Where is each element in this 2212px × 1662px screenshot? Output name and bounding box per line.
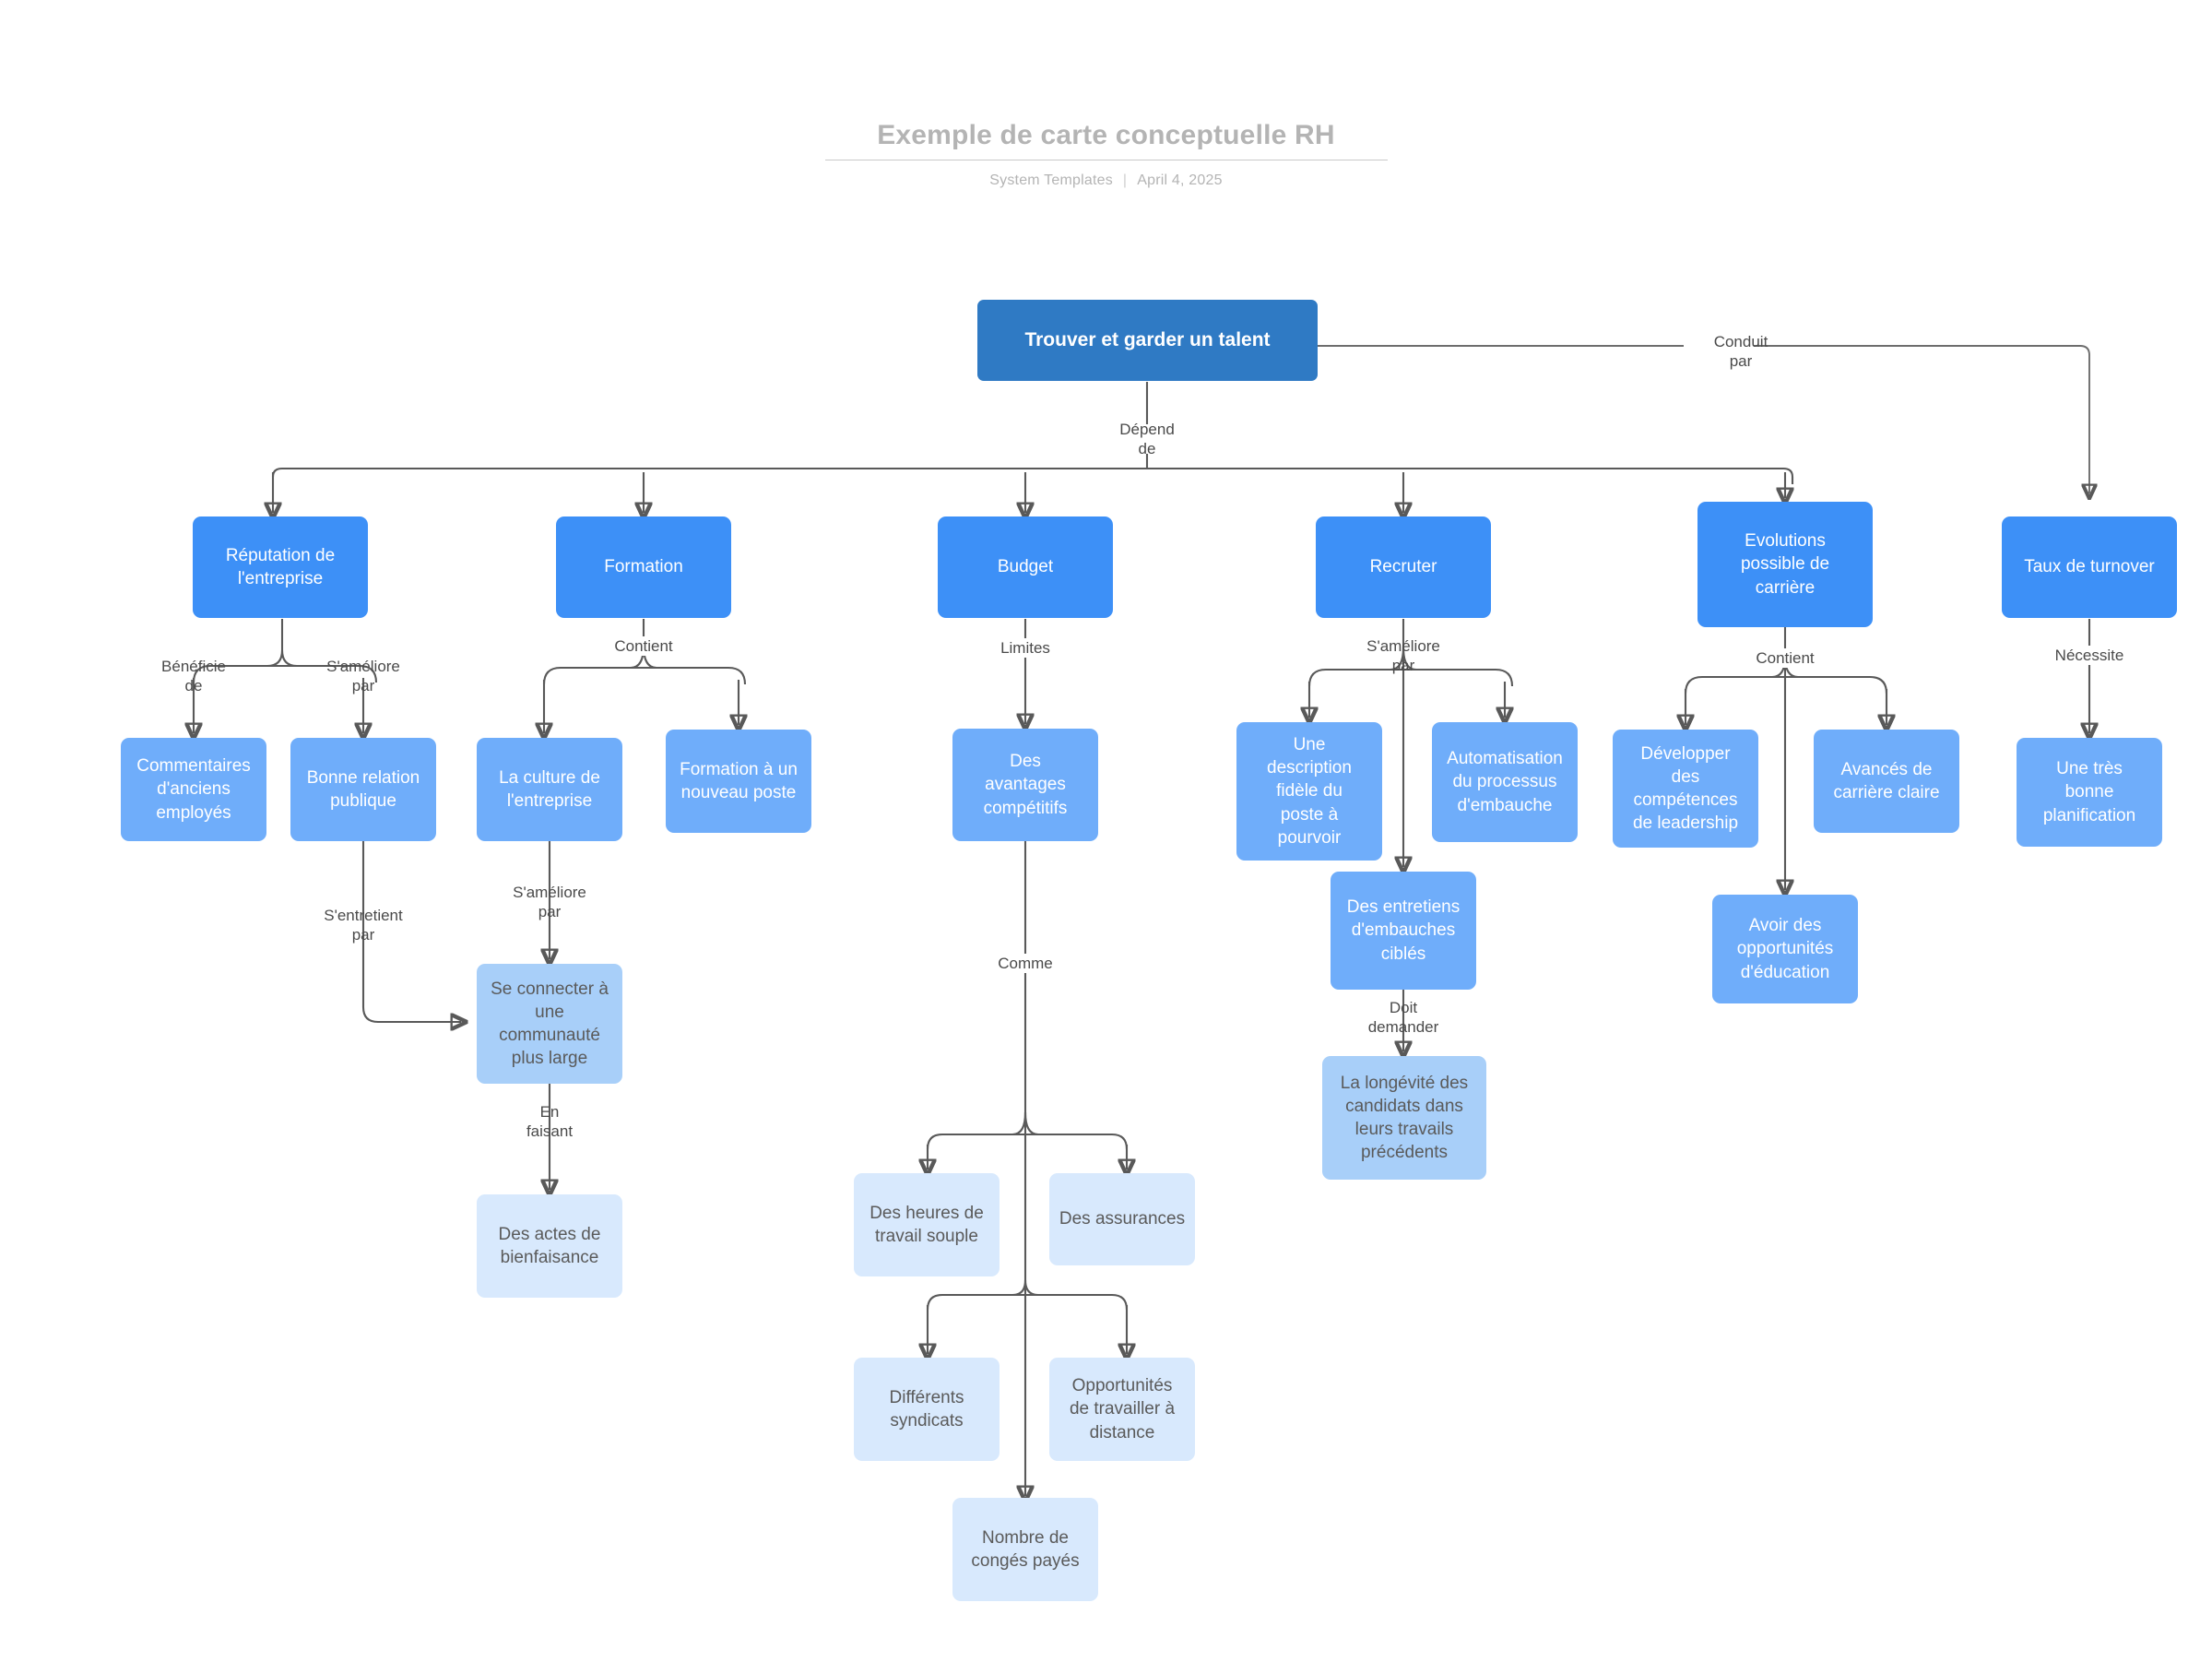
node-commentaires[interactable]: Commentaires d'anciens employés (121, 738, 266, 841)
document-header: Exemple de carte conceptuelle RH System … (0, 120, 2212, 189)
node-communaute[interactable]: Se connecter à une communauté plus large (477, 964, 622, 1084)
author-label: System Templates (989, 172, 1113, 188)
subtitle-separator: | (1122, 172, 1128, 188)
page-title: Exemple de carte conceptuelle RH (877, 120, 1335, 150)
node-bonne-relation[interactable]: Bonne relation publique (290, 738, 436, 841)
node-longevite[interactable]: La longévité des candidats dans leurs tr… (1322, 1056, 1486, 1180)
node-budget[interactable]: Budget (938, 516, 1113, 618)
node-automatisation[interactable]: Automatisation du processus d'embauche (1432, 722, 1578, 842)
node-planification[interactable]: Une très bonne planification (2017, 738, 2162, 847)
node-heures[interactable]: Des heures de travail souple (854, 1173, 1000, 1276)
node-leadership[interactable]: Développer des compétences de leadership (1613, 730, 1758, 848)
node-syndicats[interactable]: Différents syndicats (854, 1358, 1000, 1461)
node-description[interactable]: Une description fidèle du poste à pourvo… (1236, 722, 1382, 861)
node-education[interactable]: Avoir des opportunités d'éducation (1712, 895, 1858, 1003)
node-assurances[interactable]: Des assurances (1049, 1173, 1195, 1265)
node-evolutions[interactable]: Evolutions possible de carrière (1697, 502, 1873, 627)
node-avances[interactable]: Avancés de carrière claire (1814, 730, 1959, 833)
node-turnover[interactable]: Taux de turnover (2002, 516, 2177, 618)
document-subtitle: System Templates | April 4, 2025 (0, 172, 2212, 189)
node-distance[interactable]: Opportunités de travailler à distance (1049, 1358, 1195, 1461)
node-conges[interactable]: Nombre de congés payés (952, 1498, 1098, 1601)
node-bienfaisance[interactable]: Des actes de bienfaisance (477, 1194, 622, 1298)
node-culture[interactable]: La culture de l'entreprise (477, 738, 622, 841)
node-entretiens[interactable]: Des entretiens d'embauches ciblés (1331, 872, 1476, 990)
node-root[interactable]: Trouver et garder un talent (977, 300, 1318, 381)
node-formation[interactable]: Formation (556, 516, 731, 618)
node-formation-poste[interactable]: Formation à un nouveau poste (666, 730, 811, 833)
node-avantages[interactable]: Des avantages compétitifs (952, 729, 1098, 841)
node-reputation[interactable]: Réputation de l'entreprise (193, 516, 368, 618)
node-recruter[interactable]: Recruter (1316, 516, 1491, 618)
date-label: April 4, 2025 (1137, 172, 1223, 188)
